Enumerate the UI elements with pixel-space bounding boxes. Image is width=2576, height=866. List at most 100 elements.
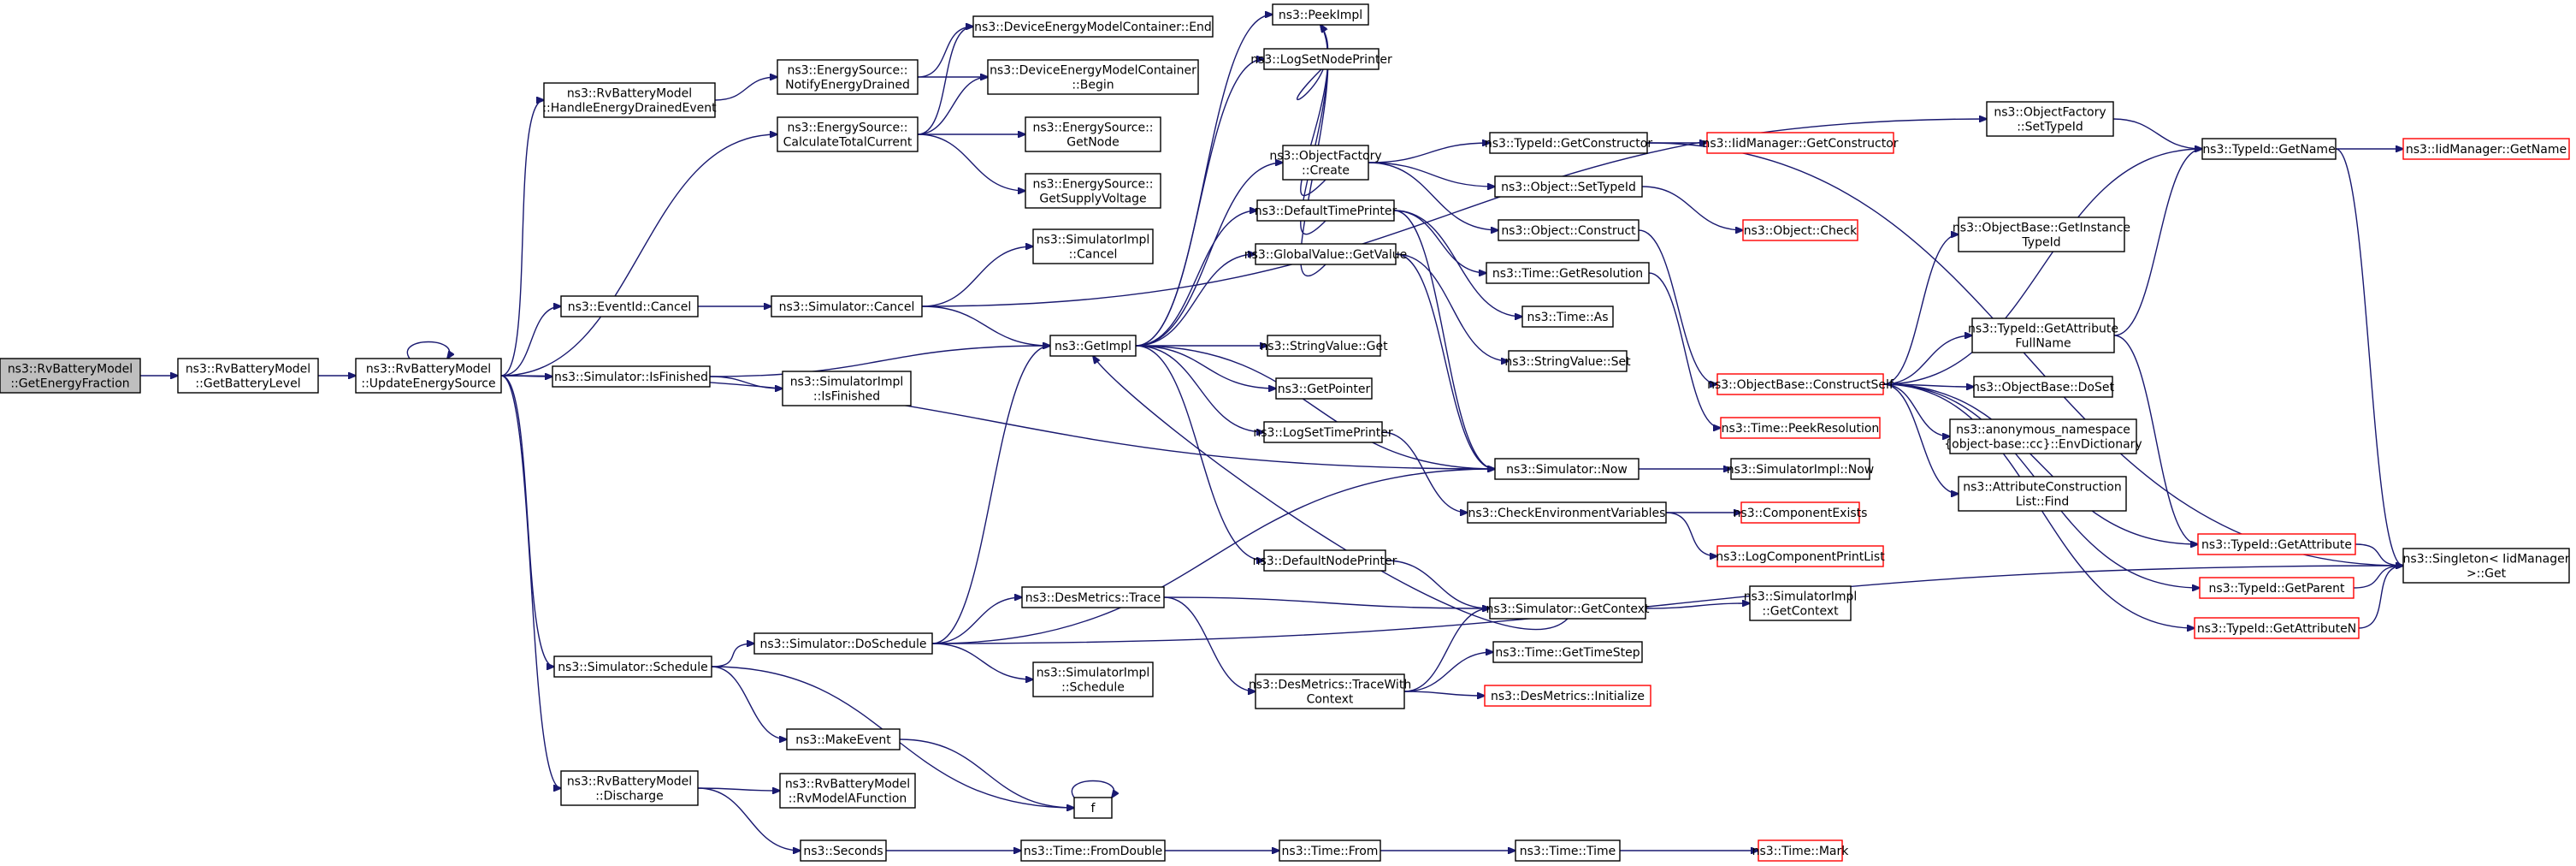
node-tidgetname[interactable]: ns3::TypeId::GetName (2201, 138, 2337, 160)
node-objcheck[interactable]: ns3::Object::Check (1742, 219, 1858, 241)
node-makeev[interactable]: ns3::MakeEvent (786, 728, 901, 750)
node-box (1758, 839, 1843, 862)
node-getbat[interactable]: ns3::RvBatteryModel::GetBatteryLevel (177, 358, 319, 394)
node-singleton[interactable]: ns3::Singleton< IidManager>::Get (2402, 548, 2570, 584)
node-disch[interactable]: ns3::RvBatteryModel::Discharge (560, 770, 699, 806)
node-ofsettid[interactable]: ns3::ObjectFactory::SetTypeId (1986, 101, 2114, 137)
node-label: ns3::TypeId::GetParent (2209, 582, 2345, 596)
node-trace[interactable]: ns3::DesMetrics::Trace (1021, 586, 1165, 608)
node-box (1032, 661, 1154, 697)
node-label: ns3::ObjectBase::GetInstance (1953, 222, 2130, 235)
node-label: ns3::RvBatteryModel (567, 775, 692, 789)
node-box (1742, 219, 1858, 241)
edge-obcs-to-tidgetattr (1882, 383, 2198, 544)
node-label: ns3::EnergySource:: (787, 64, 907, 78)
node-ofcreate[interactable]: ns3::ObjectFactory::Create (1269, 145, 1382, 181)
node-getnode[interactable]: ns3::EnergySource::GetNode (1025, 116, 1161, 152)
node-timemark[interactable]: ns3::Time::Mark (1752, 839, 1850, 862)
node-peekres[interactable]: ns3::Time::PeekResolution (1720, 417, 1881, 439)
node-iidgc[interactable]: ns3::IidManager::GetConstructor (1702, 132, 1899, 154)
node-getimpl[interactable]: ns3::GetImpl (1049, 335, 1137, 357)
node-logcpl[interactable]: ns3::LogComponentPrintList (1716, 545, 1885, 567)
node-compexists[interactable]: ns3::ComponentExists (1734, 501, 1868, 524)
node-simfin[interactable]: ns3::Simulator::IsFinished (552, 365, 711, 388)
node-box (355, 358, 502, 394)
node-implfin[interactable]: ns3::SimulatorImpl::IsFinished (782, 371, 912, 406)
node-label: ns3::DeviceEnergyModelContainer (990, 64, 1196, 78)
node-hed[interactable]: ns3::RvBatteryModel::HandleEnergyDrained… (542, 82, 717, 118)
edge-f-to-f (1071, 780, 1114, 798)
node-dcbegin[interactable]: ns3::DeviceEnergyModelContainer::Begin (987, 59, 1199, 95)
node-objsettid[interactable]: ns3::Object::SetTypeId (1494, 175, 1643, 198)
node-implcancel[interactable]: ns3::SimulatorImpl::Cancel (1032, 228, 1154, 264)
node-box (1255, 673, 1405, 709)
node-seconds[interactable]: ns3::Seconds (800, 839, 887, 862)
node-label: ns3::SimulatorImpl (1744, 590, 1858, 604)
node-box (177, 358, 319, 394)
node-simctx[interactable]: ns3::Simulator::GetContext (1486, 597, 1650, 620)
node-obdoset[interactable]: ns3::ObjectBase::DoSet (1972, 376, 2114, 398)
node-tidgetparent[interactable]: ns3::TypeId::GetParent (2199, 577, 2354, 599)
node-tidgetattr[interactable]: ns3::TypeId::GetAttribute (2197, 533, 2356, 555)
node-box (1749, 585, 1852, 621)
node-fromdouble[interactable]: ns3::Time::FromDouble (1020, 839, 1166, 862)
node-label: ns3::Simulator::Cancel (779, 300, 915, 314)
node-strset[interactable]: ns3::StringValue::Set (1504, 350, 1631, 372)
node-defnode[interactable]: ns3::DefaultNodePrinter (1253, 549, 1397, 572)
node-implctx[interactable]: ns3::SimulatorImpl::GetContext (1744, 585, 1858, 621)
edge-simcancel-to-ofsettid (921, 119, 1987, 307)
node-logsetnode[interactable]: ns3::LogSetNodePrinter (1250, 48, 1392, 70)
node-label: TypeId (2021, 236, 2060, 250)
node-logsettime[interactable]: ns3::LogSetTimePrinter (1253, 421, 1393, 443)
node-label: ns3::TypeId::GetName (2202, 143, 2335, 157)
node-evcancel[interactable]: ns3::EventId::Cancel (560, 295, 699, 317)
node-tidgetattrn[interactable]: ns3::TypeId::GetAttributeN (2194, 617, 2360, 639)
node-simnow[interactable]: ns3::Simulator::Now (1494, 458, 1640, 480)
node-box (1706, 132, 1894, 154)
node-rvf[interactable]: ns3::RvBatteryModel::RvModelAFunction (779, 773, 916, 809)
edge-obcs-to-tidgafn (1882, 335, 1972, 385)
node-f[interactable]: f (1073, 797, 1113, 819)
node-objcons[interactable]: ns3::Object::Construct (1498, 219, 1640, 241)
node-obcs[interactable]: ns3::ObjectBase::ConstructSelf (1707, 373, 1894, 395)
node-upd[interactable]: ns3::RvBatteryModel::UpdateEnergySource (355, 358, 502, 394)
node-getptr[interactable]: ns3::GetPointer (1275, 377, 1373, 400)
node-timefrom[interactable]: ns3::Time::From (1279, 839, 1381, 862)
node-label: ns3::Seconds (803, 845, 883, 858)
edge-getimpl-to-logsettime (1135, 345, 1264, 432)
node-getvolt[interactable]: ns3::EnergySource::GetSupplyVoltage (1025, 173, 1161, 209)
node-dcend[interactable]: ns3::DeviceEnergyModelContainer::End (972, 15, 1214, 38)
node-label: ::HandleEnergyDrainedEvent (542, 102, 717, 116)
node-anonenv[interactable]: ns3::anonymous_namespace{object-base::cc… (1944, 418, 2142, 454)
node-strget[interactable]: ns3::StringValue::Get (1260, 335, 1388, 357)
node-box (972, 15, 1214, 38)
node-label: ns3::Time::PeekResolution (1722, 422, 1880, 436)
node-gvget[interactable]: ns3::GlobalValue::GetValue (1244, 243, 1407, 265)
node-timegetres[interactable]: ns3::Time::GetResolution (1486, 262, 1650, 284)
node-implsch[interactable]: ns3::SimulatorImpl::Schedule (1032, 661, 1154, 697)
node-deftime[interactable]: ns3::DefaultTimePrinter (1255, 199, 1397, 222)
node-dminit[interactable]: ns3::DesMetrics::Initialize (1484, 685, 1651, 707)
node-timetime[interactable]: ns3::Time::Time (1515, 839, 1621, 862)
node-notify[interactable]: ns3::EnergySource::NotifyEnergyDrained (777, 59, 919, 95)
node-root[interactable]: ns3::RvBatteryModel::GetEnergyFraction (0, 358, 141, 394)
node-dosch[interactable]: ns3::Simulator::DoSchedule (753, 632, 933, 655)
node-simcancel[interactable]: ns3::Simulator::Cancel (771, 295, 923, 317)
node-implnow[interactable]: ns3::SimulatorImpl::Now (1727, 458, 1875, 480)
node-iidgetname[interactable]: ns3::IidManager::GetName (2402, 138, 2570, 160)
node-simsch[interactable]: ns3::Simulator::Schedule (553, 655, 712, 678)
node-calc[interactable]: ns3::EnergySource::CalculateTotalCurrent (777, 116, 919, 152)
edge-disch-to-seconds (697, 787, 801, 851)
edge-simfin-to-getimpl (709, 346, 1050, 377)
edge-ofsettid-to-tidgetname (2112, 118, 2202, 149)
node-timeas[interactable]: ns3::Time::As (1521, 305, 1614, 328)
node-tidgc[interactable]: ns3::TypeId::GetConstructor (1485, 132, 1652, 154)
edge-calc-to-getvolt (917, 133, 1025, 191)
node-checkenv[interactable]: ns3::CheckEnvironmentVariables (1467, 501, 1667, 524)
node-peekimpl[interactable]: ns3::PeekImpl (1272, 3, 1369, 26)
node-gettimestep[interactable]: ns3::Time::GetTimeStep (1492, 641, 1643, 663)
